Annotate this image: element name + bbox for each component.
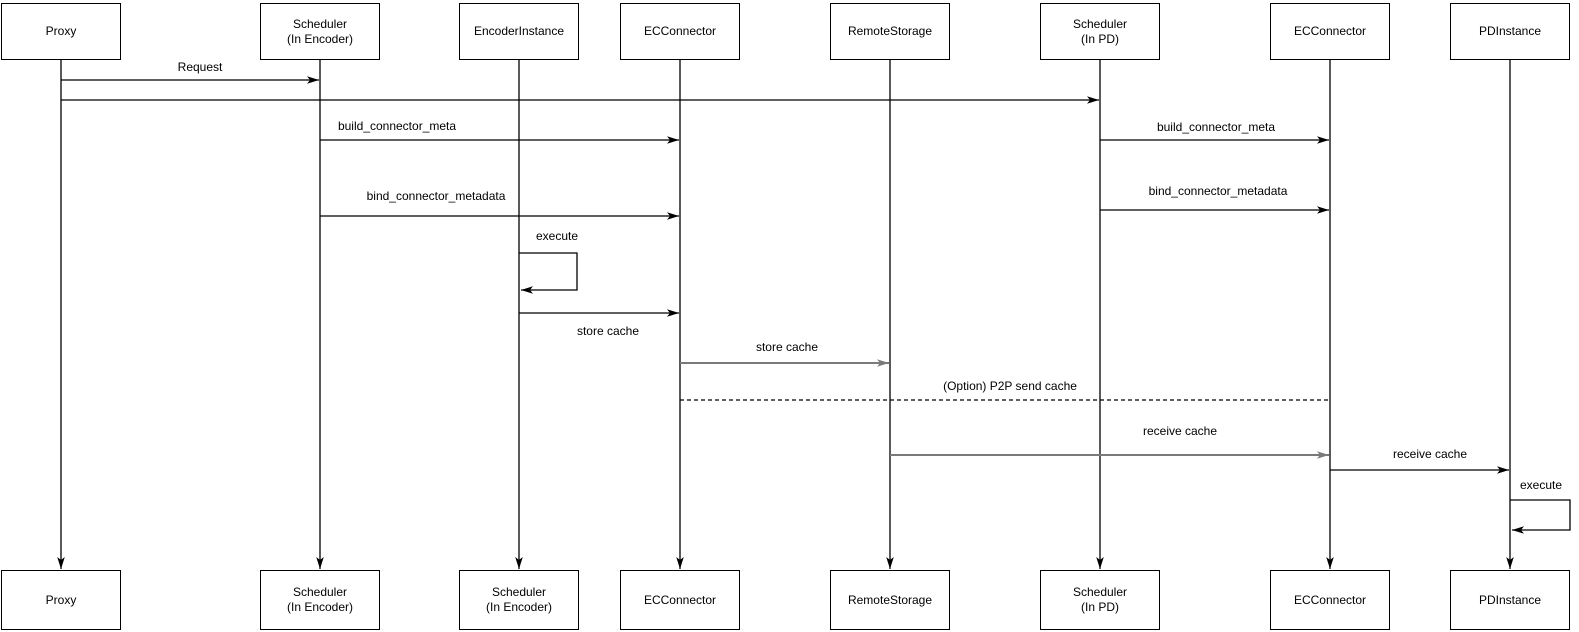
label-store-cache-to-remote: store cache — [755, 340, 819, 354]
actor-bottom-remote-storage: RemoteStorage — [830, 570, 950, 630]
actor-top-scheduler-pd: Scheduler (In PD) — [1040, 3, 1160, 60]
actor-bottom-scheduler-encoder: Scheduler (In Encoder) — [260, 570, 380, 630]
actor-bottom-ec-connector-2: ECConnector — [1270, 570, 1390, 630]
actor-bottom-scheduler-pd: Scheduler (In PD) — [1040, 570, 1160, 630]
actor-top-proxy: Proxy — [1, 3, 121, 60]
actor-top-scheduler-encoder: Scheduler (In Encoder) — [260, 3, 380, 60]
label-request: Request — [177, 60, 223, 74]
self-loop-execute-pd — [1510, 499, 1571, 534]
label-execute-encoder: execute — [535, 229, 579, 243]
actor-bottom-ec-connector-1: ECConnector — [620, 570, 740, 630]
label-build-connector-meta-encoder: build_connector_meta — [337, 119, 457, 133]
label-receive-cache-to-pd: receive cache — [1392, 447, 1468, 461]
actor-top-pd-instance: PDInstance — [1450, 3, 1570, 60]
actor-top-remote-storage: RemoteStorage — [830, 3, 950, 60]
label-store-cache-to-connector: store cache — [576, 324, 640, 338]
actor-bottom-scheduler-encoder-2: Scheduler (In Encoder) — [459, 570, 579, 630]
label-bind-connector-metadata-pd: bind_connector_metadata — [1148, 184, 1288, 198]
label-receive-cache-from-remote: receive cache — [1142, 424, 1218, 438]
actor-top-encoder-instance: EncoderInstance — [459, 3, 579, 60]
label-p2p-send-cache: (Option) P2P send cache — [943, 379, 1077, 393]
actor-top-ec-connector-1: ECConnector — [620, 3, 740, 60]
actor-bottom-proxy: Proxy — [1, 570, 121, 630]
label-build-connector-meta-pd: build_connector_meta — [1156, 120, 1276, 134]
actor-bottom-pd-instance: PDInstance — [1450, 570, 1570, 630]
label-execute-pd: execute — [1519, 478, 1563, 492]
label-bind-connector-metadata-encoder: bind_connector_metadata — [366, 189, 506, 203]
actor-top-ec-connector-2: ECConnector — [1270, 3, 1390, 60]
self-loop-execute-encoder — [519, 252, 578, 294]
